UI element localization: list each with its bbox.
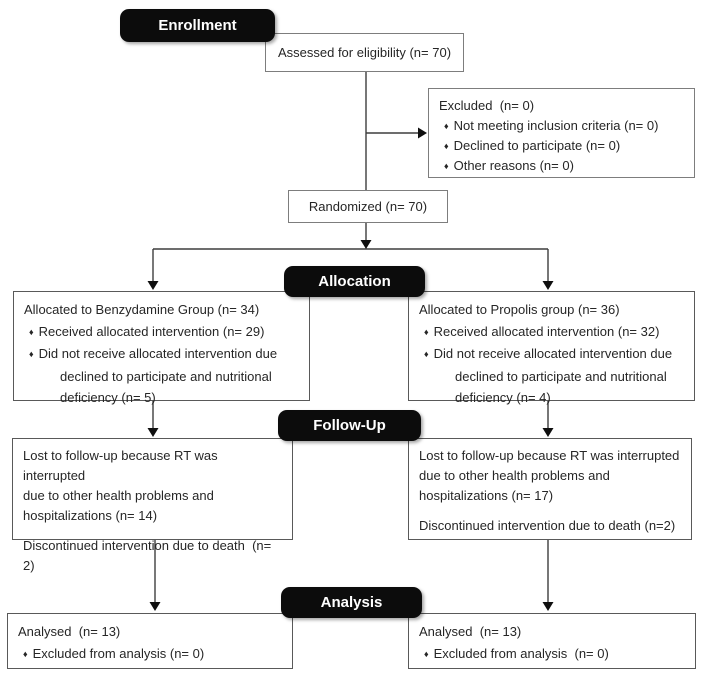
analysis-left-box: Analysed (n= 13) ♦Excluded from analysis… [7, 613, 293, 669]
allocation-left-title: Allocated to Benzydamine Group (n= 34) [24, 302, 260, 317]
analysis-right-title: Analysed (n= 13) [419, 624, 522, 639]
allocation-right-bullet-1: ♦Received allocated intervention (n= 32) [424, 323, 660, 339]
arrowhead-excluded [418, 127, 427, 139]
assessed-box: Assessed for eligibility (n= 70) [265, 33, 464, 72]
excluded-bullet-3: ♦Other reasons (n= 0) [444, 158, 574, 173]
arrowhead-alloc-left [147, 281, 159, 290]
analysis-header: Analysis [281, 587, 422, 618]
allocation-left-bullet-2: ♦Did not receive allocated intervention … [29, 346, 278, 361]
allocation-right-title: Allocated to Propolis group (n= 36) [419, 302, 620, 317]
assessed-text: Assessed for eligibility (n= 70) [277, 45, 452, 60]
bullet-icon: ♦ [23, 648, 28, 659]
followup-left-line-3: hospitalizations (n= 14) [23, 508, 158, 523]
arrowhead-an-left [149, 602, 161, 611]
arrowhead-fu-left [147, 428, 159, 437]
followup-header-label: Follow-Up [313, 417, 386, 434]
enrollment-header-label: Enrollment [158, 17, 237, 34]
arrowhead-alloc-right [542, 281, 554, 290]
allocation-right-box: Allocated to Propolis group (n= 36) ♦Rec… [408, 291, 695, 405]
followup-right-line-1: Lost to follow-up because RT was interru… [419, 448, 680, 463]
allocation-header-label: Allocation [318, 273, 391, 290]
excluded-bullet-1: ♦Not meeting inclusion criteria (n= 0) [444, 118, 659, 133]
allocation-left-box: Allocated to Benzydamine Group (n= 34) ♦… [13, 291, 310, 405]
excluded-bullet-2: ♦Declined to participate (n= 0) [444, 138, 621, 153]
allocation-right-bullet-2-cont: deficiency (n= 4) [455, 390, 551, 405]
analysis-left-title: Analysed (n= 13) [18, 624, 121, 639]
bullet-icon: ♦ [444, 141, 449, 151]
analysis-left-bullet-1: ♦Excluded from analysis (n= 0) [23, 645, 205, 661]
bullet-icon: ♦ [444, 161, 449, 171]
followup-left-line-2: due to other health problems and [23, 488, 214, 503]
allocation-right-bullet-2: ♦Did not receive allocated intervention … [424, 346, 673, 361]
allocation-left-bullet-2-cont: deficiency (n= 5) [60, 390, 156, 405]
followup-left-box: Lost to follow-up because RT was interru… [12, 438, 293, 573]
analysis-right-bullet-1: ♦Excluded from analysis (n= 0) [424, 645, 609, 661]
bullet-icon: ♦ [424, 326, 429, 337]
allocation-left-bullet-2-cont: declined to participate and nutritional [60, 368, 272, 384]
randomized-text: Randomized (n= 70) [308, 199, 428, 214]
arrowhead-split [360, 240, 372, 249]
followup-right-line-3: hospitalizations (n= 17) [419, 488, 554, 503]
excluded-title: Excluded (n= 0) [439, 98, 535, 113]
arrowhead-fu-right [542, 428, 554, 437]
followup-right-line-2: due to other health problems and [419, 468, 610, 483]
allocation-left-bullet-1: ♦Received allocated intervention (n= 29) [29, 323, 265, 339]
bullet-icon: ♦ [444, 121, 449, 131]
followup-left-line-4: Discontinued intervention due to death (… [23, 538, 275, 573]
randomized-box: Randomized (n= 70) [288, 190, 448, 223]
followup-left-line-1: Lost to follow-up because RT was interru… [23, 448, 222, 483]
followup-right-box: Lost to follow-up because RT was interru… [408, 438, 692, 540]
arrowhead-an-right [542, 602, 554, 611]
followup-header: Follow-Up [278, 410, 421, 441]
bullet-icon: ♦ [424, 349, 429, 359]
enrollment-header: Enrollment [120, 9, 275, 42]
bullet-icon: ♦ [29, 326, 34, 337]
analysis-header-label: Analysis [320, 594, 383, 611]
followup-right-line-4: Discontinued intervention due to death (… [419, 518, 676, 533]
allocation-header: Allocation [284, 266, 425, 297]
bullet-icon: ♦ [424, 648, 429, 659]
bullet-icon: ♦ [29, 349, 34, 359]
allocation-right-bullet-2-cont: declined to participate and nutritional [455, 368, 667, 384]
analysis-right-box: Analysed (n= 13) ♦Excluded from analysis… [408, 613, 696, 669]
excluded-box: Excluded (n= 0) ♦Not meeting inclusion c… [428, 88, 695, 178]
